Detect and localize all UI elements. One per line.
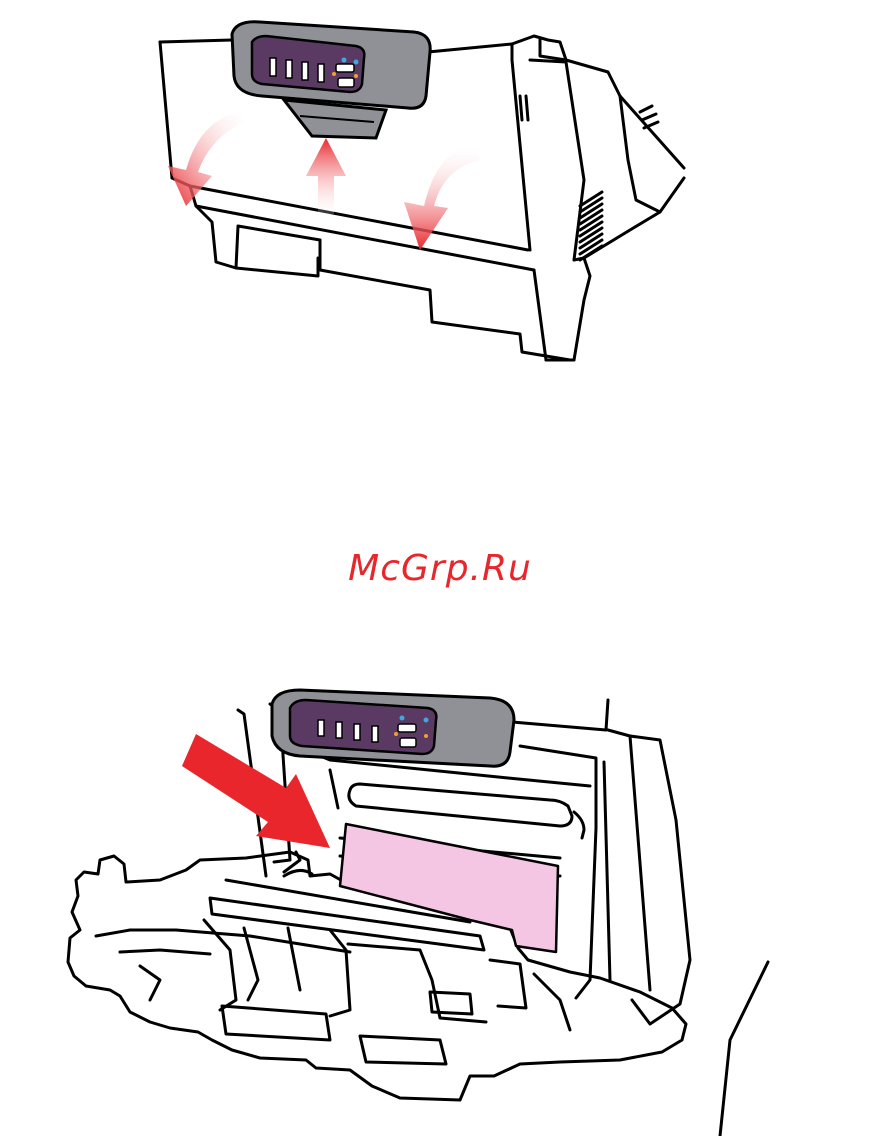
arrow-up-icon <box>306 138 346 214</box>
curved-arrow-down-left-icon <box>168 112 244 206</box>
printer-open-body-lines <box>68 700 768 1136</box>
printer-front-cover-open-illustration <box>0 0 880 400</box>
control-panel-icon <box>232 22 430 138</box>
watermark-text: McGrp.Ru <box>0 548 880 589</box>
control-panel-icon <box>272 690 514 766</box>
printer-jammed-paper-illustration <box>0 660 880 1136</box>
